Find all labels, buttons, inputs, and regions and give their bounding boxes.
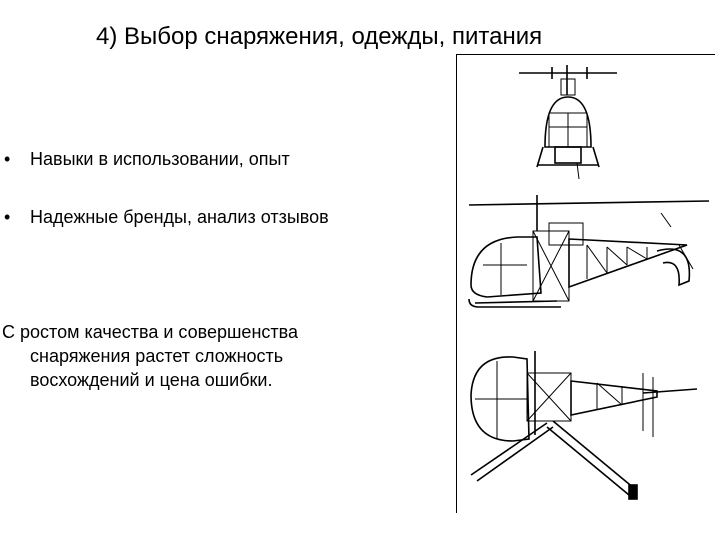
helicopter-side-view-icon <box>468 195 710 308</box>
helicopter-drawing-figure <box>456 54 715 513</box>
bullet-item-skills: • Навыки в использовании, опыт <box>4 148 290 170</box>
bullet-item-brands: • Надежные бренды, анализ отзывов <box>4 206 329 228</box>
helicopter-front-view-icon <box>519 65 617 180</box>
bullet-text: Навыки в использовании, опыт <box>30 149 290 169</box>
paragraph-line: восхождений и цена ошибки. <box>30 370 273 390</box>
paragraph-line: снаряжения растет сложность <box>30 346 284 366</box>
summary-paragraph: С ростом качества и совершенства снаряже… <box>2 320 422 392</box>
bullet-marker: • <box>4 149 11 169</box>
slide-title: 4) Выбор снаряжения, одежды, питания <box>96 23 543 50</box>
paragraph-line: С ростом качества и совершенства <box>2 322 298 342</box>
bullet-marker: • <box>4 207 11 227</box>
helicopter-top-view-icon <box>470 351 698 500</box>
bullet-text: Надежные бренды, анализ отзывов <box>30 207 329 227</box>
